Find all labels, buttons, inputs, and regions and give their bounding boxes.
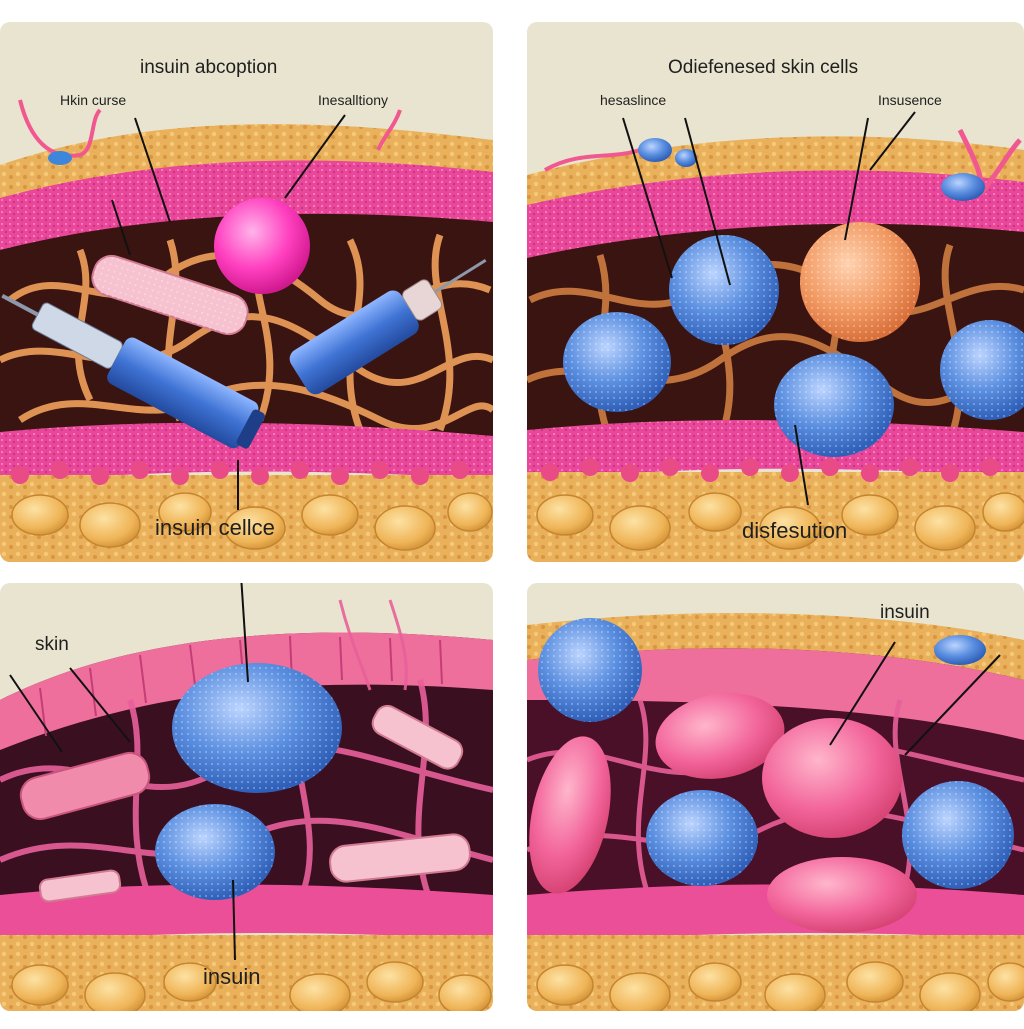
- blue-cell: [538, 618, 642, 722]
- pink-cell: [762, 718, 902, 838]
- orange-cell: [800, 222, 920, 342]
- pink-cell: [767, 857, 917, 933]
- panel-differentiated-skin-cells: [527, 22, 1024, 562]
- blue-cell: [774, 353, 894, 457]
- panel2-bottom-label: disfesution: [742, 518, 848, 543]
- panel3-left-label: skin: [35, 634, 69, 655]
- panel1-title: insuin abcoption: [140, 57, 278, 78]
- panel4-right-label: insuin: [880, 602, 930, 623]
- panel2-left-label: hesaslince: [600, 92, 667, 108]
- panel1-bottom-label: insuin cellce: [155, 515, 275, 540]
- pink-cell: [529, 736, 611, 894]
- panel2-title: Odiefenesed skin cells: [668, 57, 859, 78]
- pink-cell: [655, 693, 785, 779]
- syringe: [1, 294, 265, 449]
- panel-insulin-cells: [527, 583, 1024, 1011]
- panel3-bottom-label: insuin: [203, 964, 261, 989]
- insulin-molecule: [214, 198, 310, 294]
- panel2-right-label: Insusence: [878, 92, 942, 108]
- blue-cell: [172, 663, 342, 793]
- blue-cell: [646, 790, 758, 886]
- panel-insulin-absorption: [0, 22, 493, 562]
- panel-skin: [0, 583, 493, 1011]
- blue-cell: [563, 312, 671, 412]
- insulin-vial: [91, 254, 249, 336]
- syringe: [289, 258, 487, 395]
- blue-cell: [940, 320, 1024, 420]
- blue-cell: [902, 781, 1014, 889]
- panel1-left-label: Hkin curse: [60, 92, 127, 108]
- pink-vial: [19, 751, 151, 821]
- blue-cell: [669, 235, 779, 345]
- blue-cell: [155, 804, 275, 900]
- panel1-right-label: Inesalltiony: [318, 92, 389, 108]
